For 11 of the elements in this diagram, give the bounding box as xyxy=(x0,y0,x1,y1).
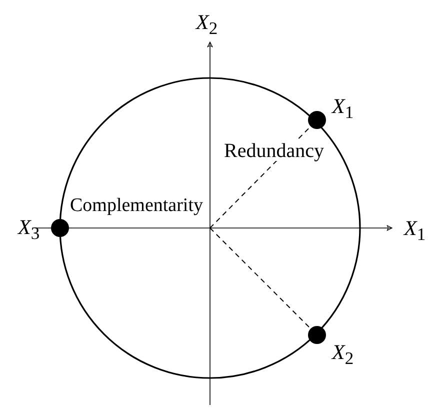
point-label: X$_{2}$ xyxy=(332,342,354,368)
point-dot xyxy=(308,111,326,129)
point-label: X$_{1}$ xyxy=(332,96,354,122)
region-label: Redundancy xyxy=(224,141,324,161)
point-label: X$_{3}$ xyxy=(18,217,40,243)
point-dot xyxy=(308,326,326,344)
point-dot xyxy=(51,219,69,237)
region-label: Complementarity xyxy=(70,196,203,215)
axis-label: X$_{1}$ xyxy=(404,218,426,244)
axis-label: X$_{2}$ xyxy=(196,12,218,38)
dashed-line xyxy=(210,228,312,330)
